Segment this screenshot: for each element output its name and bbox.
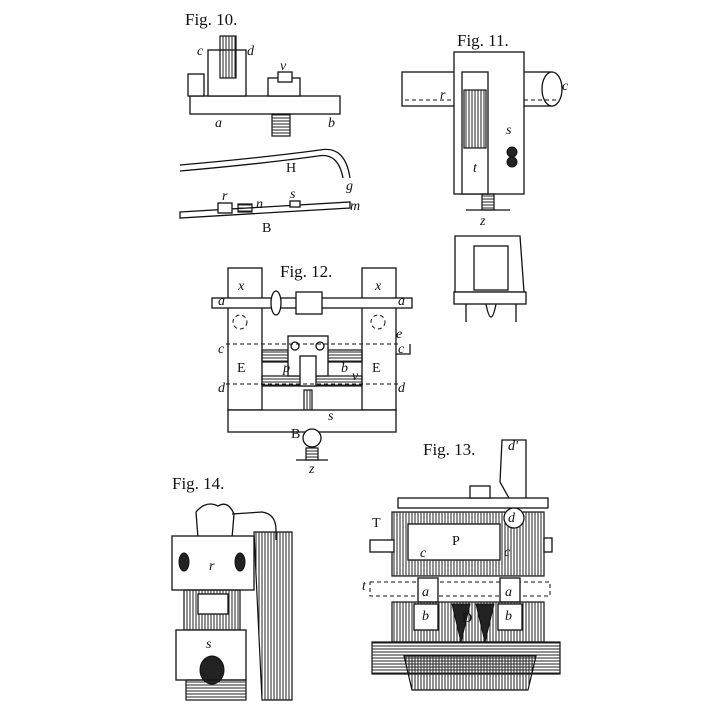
fig13-label-T: T [372,516,381,531]
fig10-base-plate [189,95,341,115]
fig11-label-c: c [562,79,569,94]
fig14-label-r: r [209,559,215,574]
fig11-label-t: t [473,161,478,176]
fig10-cutter [219,35,237,79]
fig10-label-d: d [247,44,255,59]
fig11-label-z: z [479,214,486,229]
fig10-label-v: v [280,59,287,74]
fig13-label-a-right: a [505,585,512,600]
fig13-label-d: d [508,511,516,526]
fig10-label-a: a [215,116,222,131]
figure-14: Fig. 14. r s [171,474,293,701]
fig14-title: Fig. 14. [172,474,224,493]
figure-11: Fig. 11. r c s t z [401,31,569,322]
fig13-top-bar [397,497,549,509]
fig10-label-s: s [290,187,296,202]
fig10-title: Fig. 10. [185,10,237,29]
fig11-label-s: s [506,123,512,138]
fig12-label-B: B [291,427,300,442]
fig13-label-t: t [362,579,367,594]
fig13-title: Fig. 13. [423,440,475,459]
fig12-label-b: b [341,361,348,376]
fig10-label-c: c [197,44,204,59]
fig12-label-a-left: a [218,294,225,309]
fig12-right-column [361,267,397,411]
fig10-graver-H [179,148,351,179]
fig11-title: Fig. 11. [457,31,509,50]
fig10-thread [271,113,291,137]
fig10-label-B: B [262,221,271,236]
fig12-label-a-right: a [398,294,405,309]
fig12-label-E-left: E [237,361,246,376]
fig13-label-b-right: b [505,609,512,624]
fig11-screw-z [481,193,495,211]
fig10-label-r: r [222,189,228,204]
fig12-label-x-left: x [237,279,245,294]
fig14-side [253,531,293,701]
fig12-label-s: s [328,409,334,424]
figure-13: Fig. 13. d' d T P c c t a a b b [362,439,561,691]
fig12-label-e: e [396,327,402,342]
fig10-label-H: H [286,161,296,176]
fig13-label-a-left: a [422,585,429,600]
fig13-label-d-prime: d' [508,439,519,454]
fig12-label-p: p [282,361,290,376]
fig13-label-b-left: b [422,609,429,624]
fig10-label-g: g [346,179,353,194]
fig14-label-s: s [206,637,212,652]
fig10-screw-head [277,71,293,83]
fig12-label-d-right: d [398,381,406,396]
fig12-label-c-left: c [218,342,225,357]
fig11-label-r: r [440,88,446,103]
fig13-label-c-left: c [420,546,427,561]
fig12-label-v: v [352,369,359,384]
fig12-label-E-right: E [372,361,381,376]
fig12-label-d-left: d [218,381,226,396]
figure-10: Fig. 10. c d v a b H g r n s m B [179,10,360,236]
figure-12: Fig. 12. x x a a c c e E E [211,262,413,477]
fig10-rod-stub [187,73,205,97]
fig10-slide-B [179,201,351,219]
fig13-label-c-right: c [504,545,511,560]
fig14-cap [195,503,235,539]
fig11-cutter-t [463,89,487,149]
fig12-label-c-right: c [398,342,405,357]
fig13-label-D: D [462,611,472,626]
fig10-label-b: b [328,116,335,131]
fig12-left-column [227,267,263,411]
fig12-label-z: z [308,462,315,477]
fig10-label-n: n [256,197,263,212]
fig12-title: Fig. 12. [280,262,332,281]
fig13-label-P: P [452,534,460,549]
fig12-label-x-right: x [374,279,382,294]
fig10-label-m: m [350,199,360,214]
